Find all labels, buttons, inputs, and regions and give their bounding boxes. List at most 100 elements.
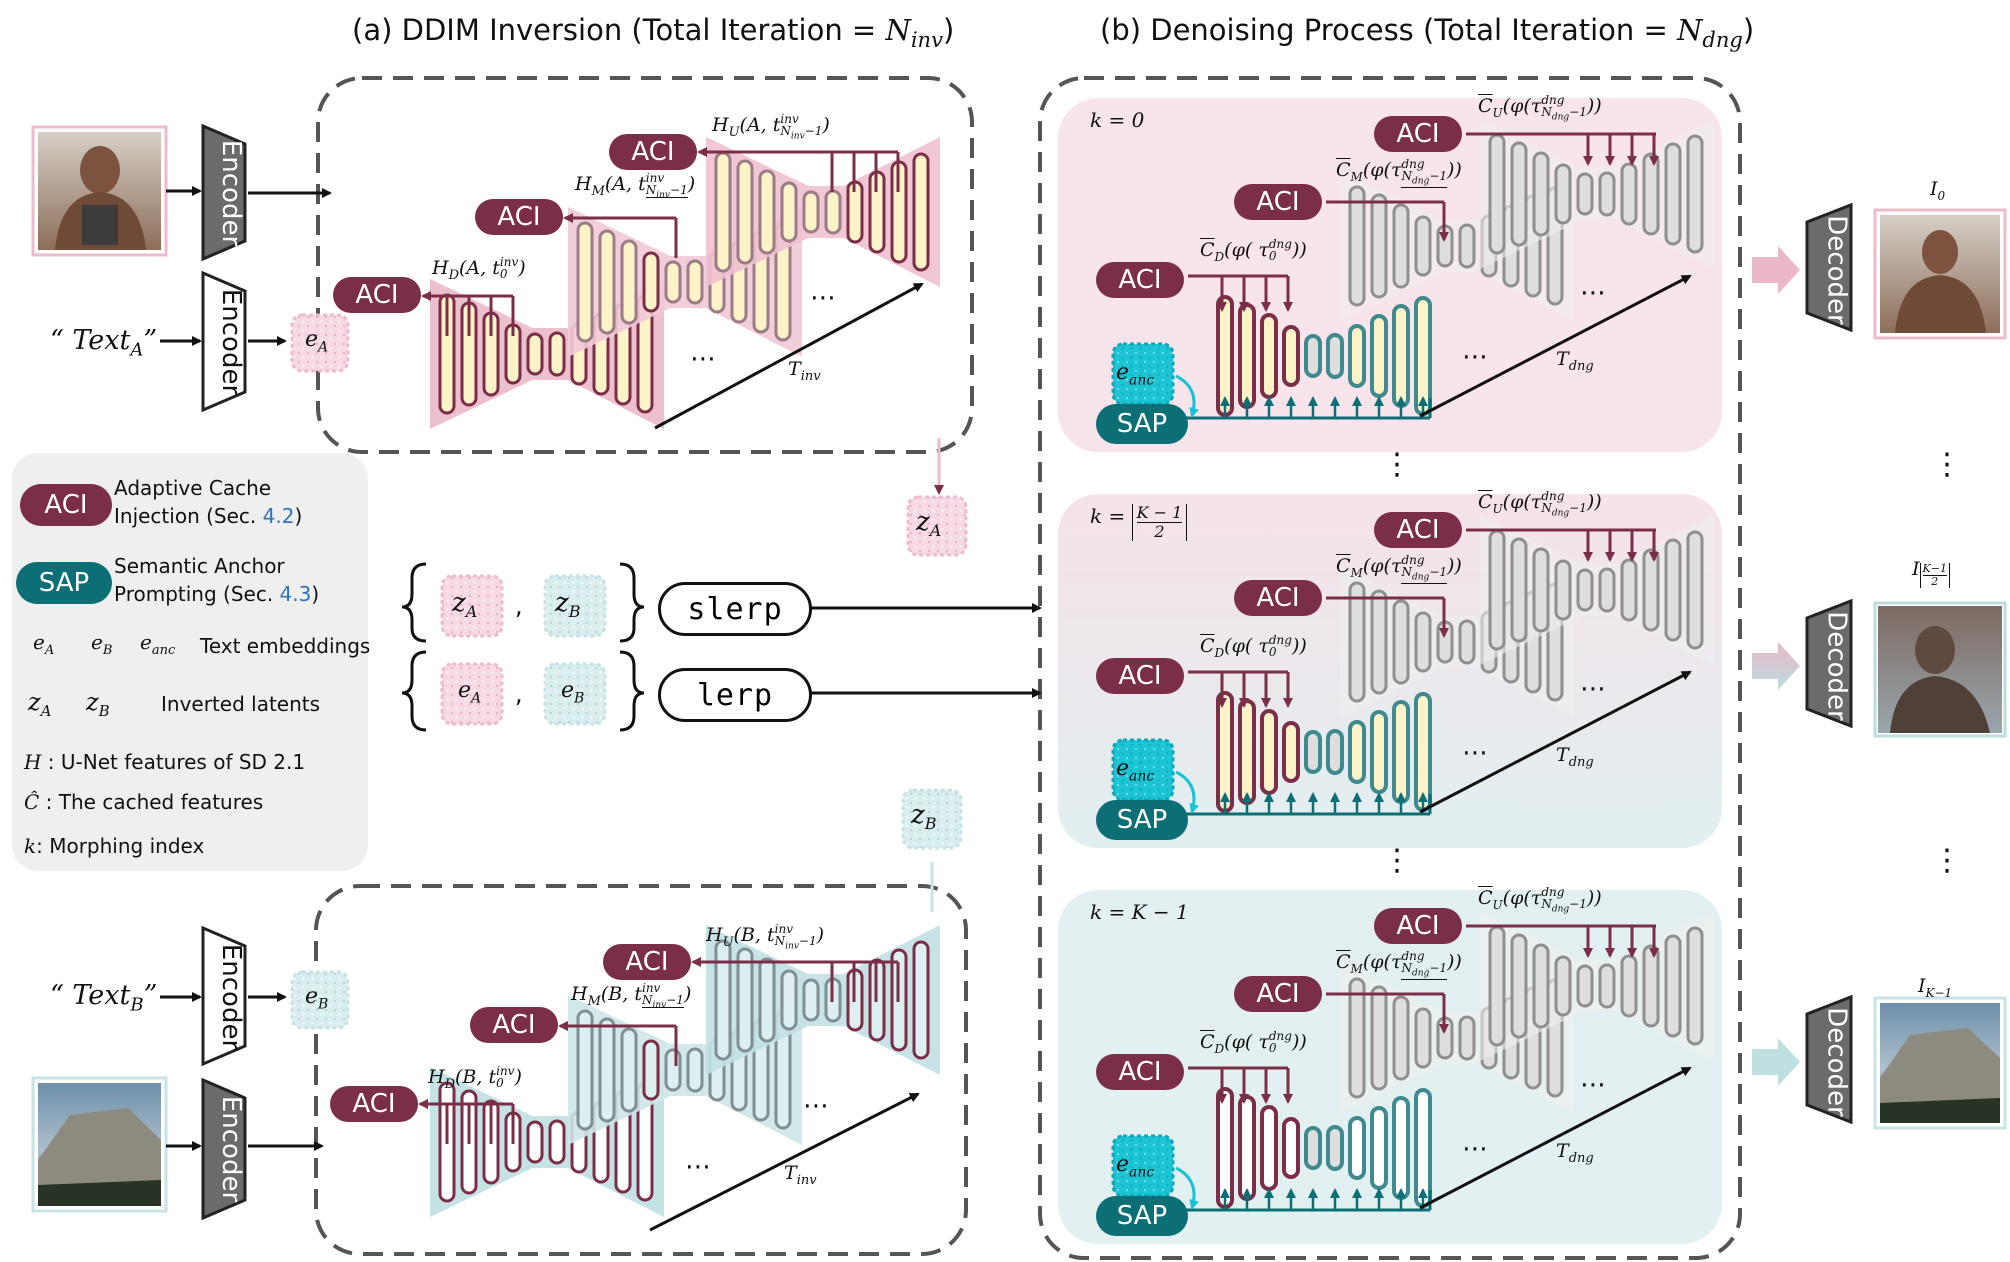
panel-0-main-block — [1260, 313, 1278, 399]
output-label-0: I0 — [1930, 178, 1946, 203]
panel-1-main-block — [1238, 699, 1256, 805]
panel-0-ghost2-block — [1458, 223, 1476, 269]
label-zA-mix: zA — [452, 588, 478, 622]
panel-0-time-arrow — [1419, 274, 1692, 418]
panel-0-sap: SAP — [1096, 404, 1188, 444]
panel-0-main-block — [1348, 324, 1366, 388]
panel-1-ghost3-block — [1642, 548, 1660, 632]
panel-1-main-block — [1414, 692, 1432, 812]
panel-1-eanc-token — [1111, 738, 1175, 802]
dots-inv-a-2: ⋯ — [690, 344, 716, 374]
panel-2-aci-m: ACI — [1234, 976, 1322, 1012]
inv-b-s1-block — [548, 1119, 566, 1165]
input-image-b — [31, 1076, 168, 1213]
inv-b-s2-block — [642, 1039, 660, 1101]
panel-2-dots-2: ⋯ — [1462, 1134, 1488, 1164]
panel-2-tdng: Tdng — [1556, 1140, 1594, 1166]
legend-label-eA: eA — [33, 630, 55, 658]
panel-2-main-block — [1348, 1116, 1366, 1180]
vdots-outputs-1: ⋮ — [1932, 447, 1962, 482]
token-zB-mix — [543, 574, 607, 638]
inv-a-s3-block — [912, 152, 930, 272]
token-eA — [290, 313, 350, 373]
legend-sap-desc: Semantic Anchor Prompting (Sec. 4.3) — [114, 554, 320, 606]
panel-0-dots-2: ⋯ — [1462, 342, 1488, 372]
panel-0-tdng: Tdng — [1556, 348, 1594, 374]
panel-1-main-block — [1282, 721, 1300, 783]
bracket-e-right — [619, 650, 645, 732]
panel-1-main-block — [1304, 730, 1322, 774]
aci-inv-a-d: ACI — [333, 277, 421, 313]
text-input-a: “ TextA” — [50, 325, 158, 361]
panel-0-ghost3-block — [1488, 133, 1506, 255]
panel-1-ghost3-block — [1620, 558, 1638, 622]
panel-1-main-block — [1392, 700, 1410, 804]
panel-1-aci-u: ACI — [1374, 512, 1462, 548]
panel-2-main-block — [1392, 1096, 1410, 1200]
inv-b-s2-block — [620, 1027, 638, 1113]
panel-2-ghost3-block — [1598, 963, 1616, 1009]
comma-e: , — [515, 680, 523, 708]
inv-a-s2-block — [598, 229, 616, 335]
panel-0-ghost3-block — [1554, 163, 1572, 225]
vdots-outputs-2: ⋮ — [1932, 843, 1962, 878]
legend-label-zA: zA — [28, 688, 52, 720]
panel-1-sap: SAP — [1096, 800, 1188, 840]
decoder-0 — [1805, 202, 1853, 333]
panel-1-ghost2-block — [1348, 581, 1366, 703]
panel-1-ghost3-block — [1664, 538, 1682, 642]
panel-0-ghost3-block — [1576, 172, 1594, 216]
comma-z: , — [515, 592, 523, 620]
panel-1-eanc-arrow — [1175, 770, 1200, 814]
dots-inv-a-1: ⋯ — [810, 283, 836, 313]
token-eA-mix — [440, 662, 504, 726]
legend-label-eanc: eanc — [140, 630, 176, 658]
panel-2-ghost2-block — [1348, 977, 1366, 1099]
panel-2-main-block — [1216, 1087, 1234, 1209]
inversion-frame-b — [314, 884, 968, 1256]
output-image-0 — [1873, 208, 2007, 340]
decoder-arrow-0 — [1752, 246, 1800, 294]
panel-1-ghost2-block — [1458, 619, 1476, 665]
panel-0-main-block — [1216, 295, 1234, 417]
panel-1-main-block — [1326, 729, 1344, 775]
legend-text-emb: Text embeddings — [200, 634, 371, 658]
panel-2-ghost3-block — [1642, 944, 1660, 1028]
decoder-label-2: Decoder — [1821, 1007, 1852, 1117]
inv-a-s3-block — [824, 189, 842, 235]
inv-b-s3-block — [736, 947, 754, 1053]
panel-2-ghost2-block — [1414, 1007, 1432, 1069]
output-image-1 — [1873, 601, 2007, 738]
label-tinv-a: Tinv — [788, 358, 821, 384]
label-zB-mix: zB — [555, 588, 581, 622]
legend-label-eB: eB — [91, 630, 113, 658]
inv-a-s2-block — [576, 221, 594, 343]
panel-0-ghost2-block — [1392, 203, 1410, 289]
inv-a-s3-block — [736, 159, 754, 265]
inv-b-s2-block — [598, 1017, 616, 1123]
token-eB — [290, 970, 350, 1030]
encoder-text-a — [201, 270, 247, 413]
inv-a-s1-block — [526, 332, 544, 376]
panel-0-dots-1: ⋯ — [1580, 278, 1606, 308]
dots-inv-b-1: ⋯ — [803, 1091, 829, 1121]
panel-1-aci-d: ACI — [1096, 658, 1184, 694]
panel-2-main-block — [1238, 1095, 1256, 1201]
panel-1-time-arrow — [1419, 670, 1692, 814]
panel-2-sap: SAP — [1096, 1196, 1188, 1236]
panel-0-main-block — [1392, 304, 1410, 408]
panel-2-ghost3-block — [1620, 954, 1638, 1018]
panel-2-aci-d: ACI — [1096, 1054, 1184, 1090]
panel-2-k-label: k = K − 1 — [1090, 900, 1189, 924]
output-label-2: IK−1 — [1918, 975, 1953, 1000]
legend-label-zB: zB — [86, 688, 110, 720]
label-zA: zA — [916, 507, 942, 541]
aci-inv-b-m: ACI — [470, 1007, 558, 1043]
time-arrow-inv-a — [654, 282, 924, 430]
panel-1-main-block — [1370, 710, 1388, 794]
flow-arrows — [160, 186, 1042, 1151]
label-eB: eB — [305, 984, 329, 1013]
